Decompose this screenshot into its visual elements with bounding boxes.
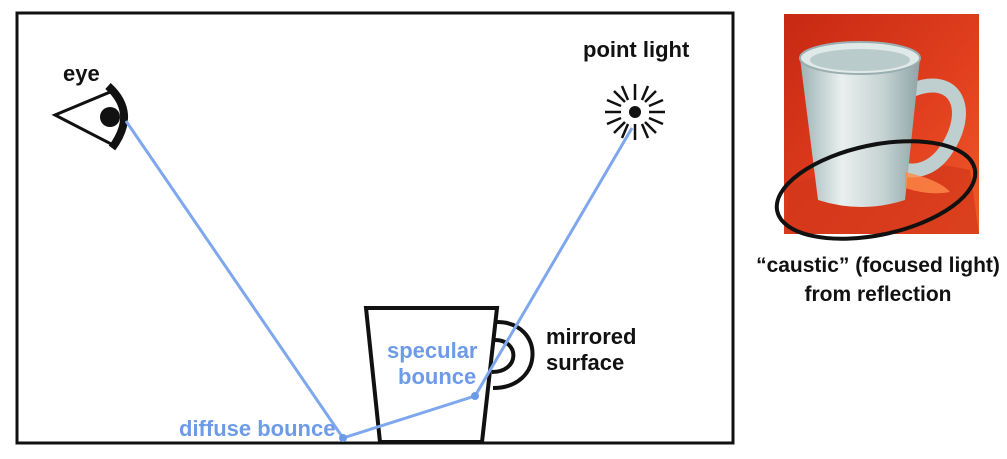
caustic-highlight-ellipse bbox=[774, 139, 978, 241]
specular-bounce-point bbox=[471, 392, 479, 400]
mirrored-surface-label-line2: surface bbox=[546, 350, 624, 375]
eye-label: eye bbox=[63, 61, 100, 86]
diffuse-bounce-label: diffuse bounce bbox=[179, 416, 335, 441]
diagram-frame bbox=[15, 11, 735, 445]
eye-icon bbox=[51, 83, 129, 151]
starburst-light-icon bbox=[605, 84, 665, 140]
caption-line1: “caustic” (focused light) bbox=[756, 254, 1000, 277]
mug-diagram bbox=[363, 306, 535, 444]
specular-bounce-label-line1: specular bbox=[387, 338, 478, 363]
mirrored-surface-label-line1: mirrored bbox=[546, 324, 636, 349]
diffuse-bounce-point bbox=[339, 434, 347, 442]
point-light-label: point light bbox=[583, 37, 690, 62]
mug-photo bbox=[774, 14, 979, 241]
specular-bounce-label-line2: bounce bbox=[398, 364, 476, 389]
caption-line2: from reflection bbox=[804, 283, 951, 306]
light-ray-path bbox=[124, 120, 634, 442]
